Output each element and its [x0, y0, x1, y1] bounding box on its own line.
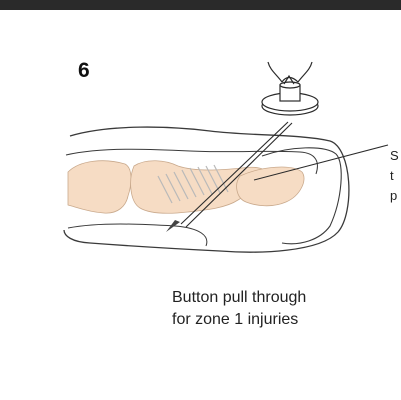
caption-line-1: Button pull through: [172, 287, 306, 309]
caption: Button pull through for zone 1 injuries: [172, 287, 306, 331]
button-tie: [268, 62, 312, 84]
middle-phalanx: [68, 161, 131, 213]
side-label-line-2: t: [390, 166, 401, 186]
side-label-line-3: p: [390, 186, 401, 206]
caption-line-2: for zone 1 injuries: [172, 309, 306, 331]
button: [262, 82, 318, 115]
side-label-line-1: S: [390, 146, 401, 166]
side-label: S t p: [390, 146, 401, 206]
